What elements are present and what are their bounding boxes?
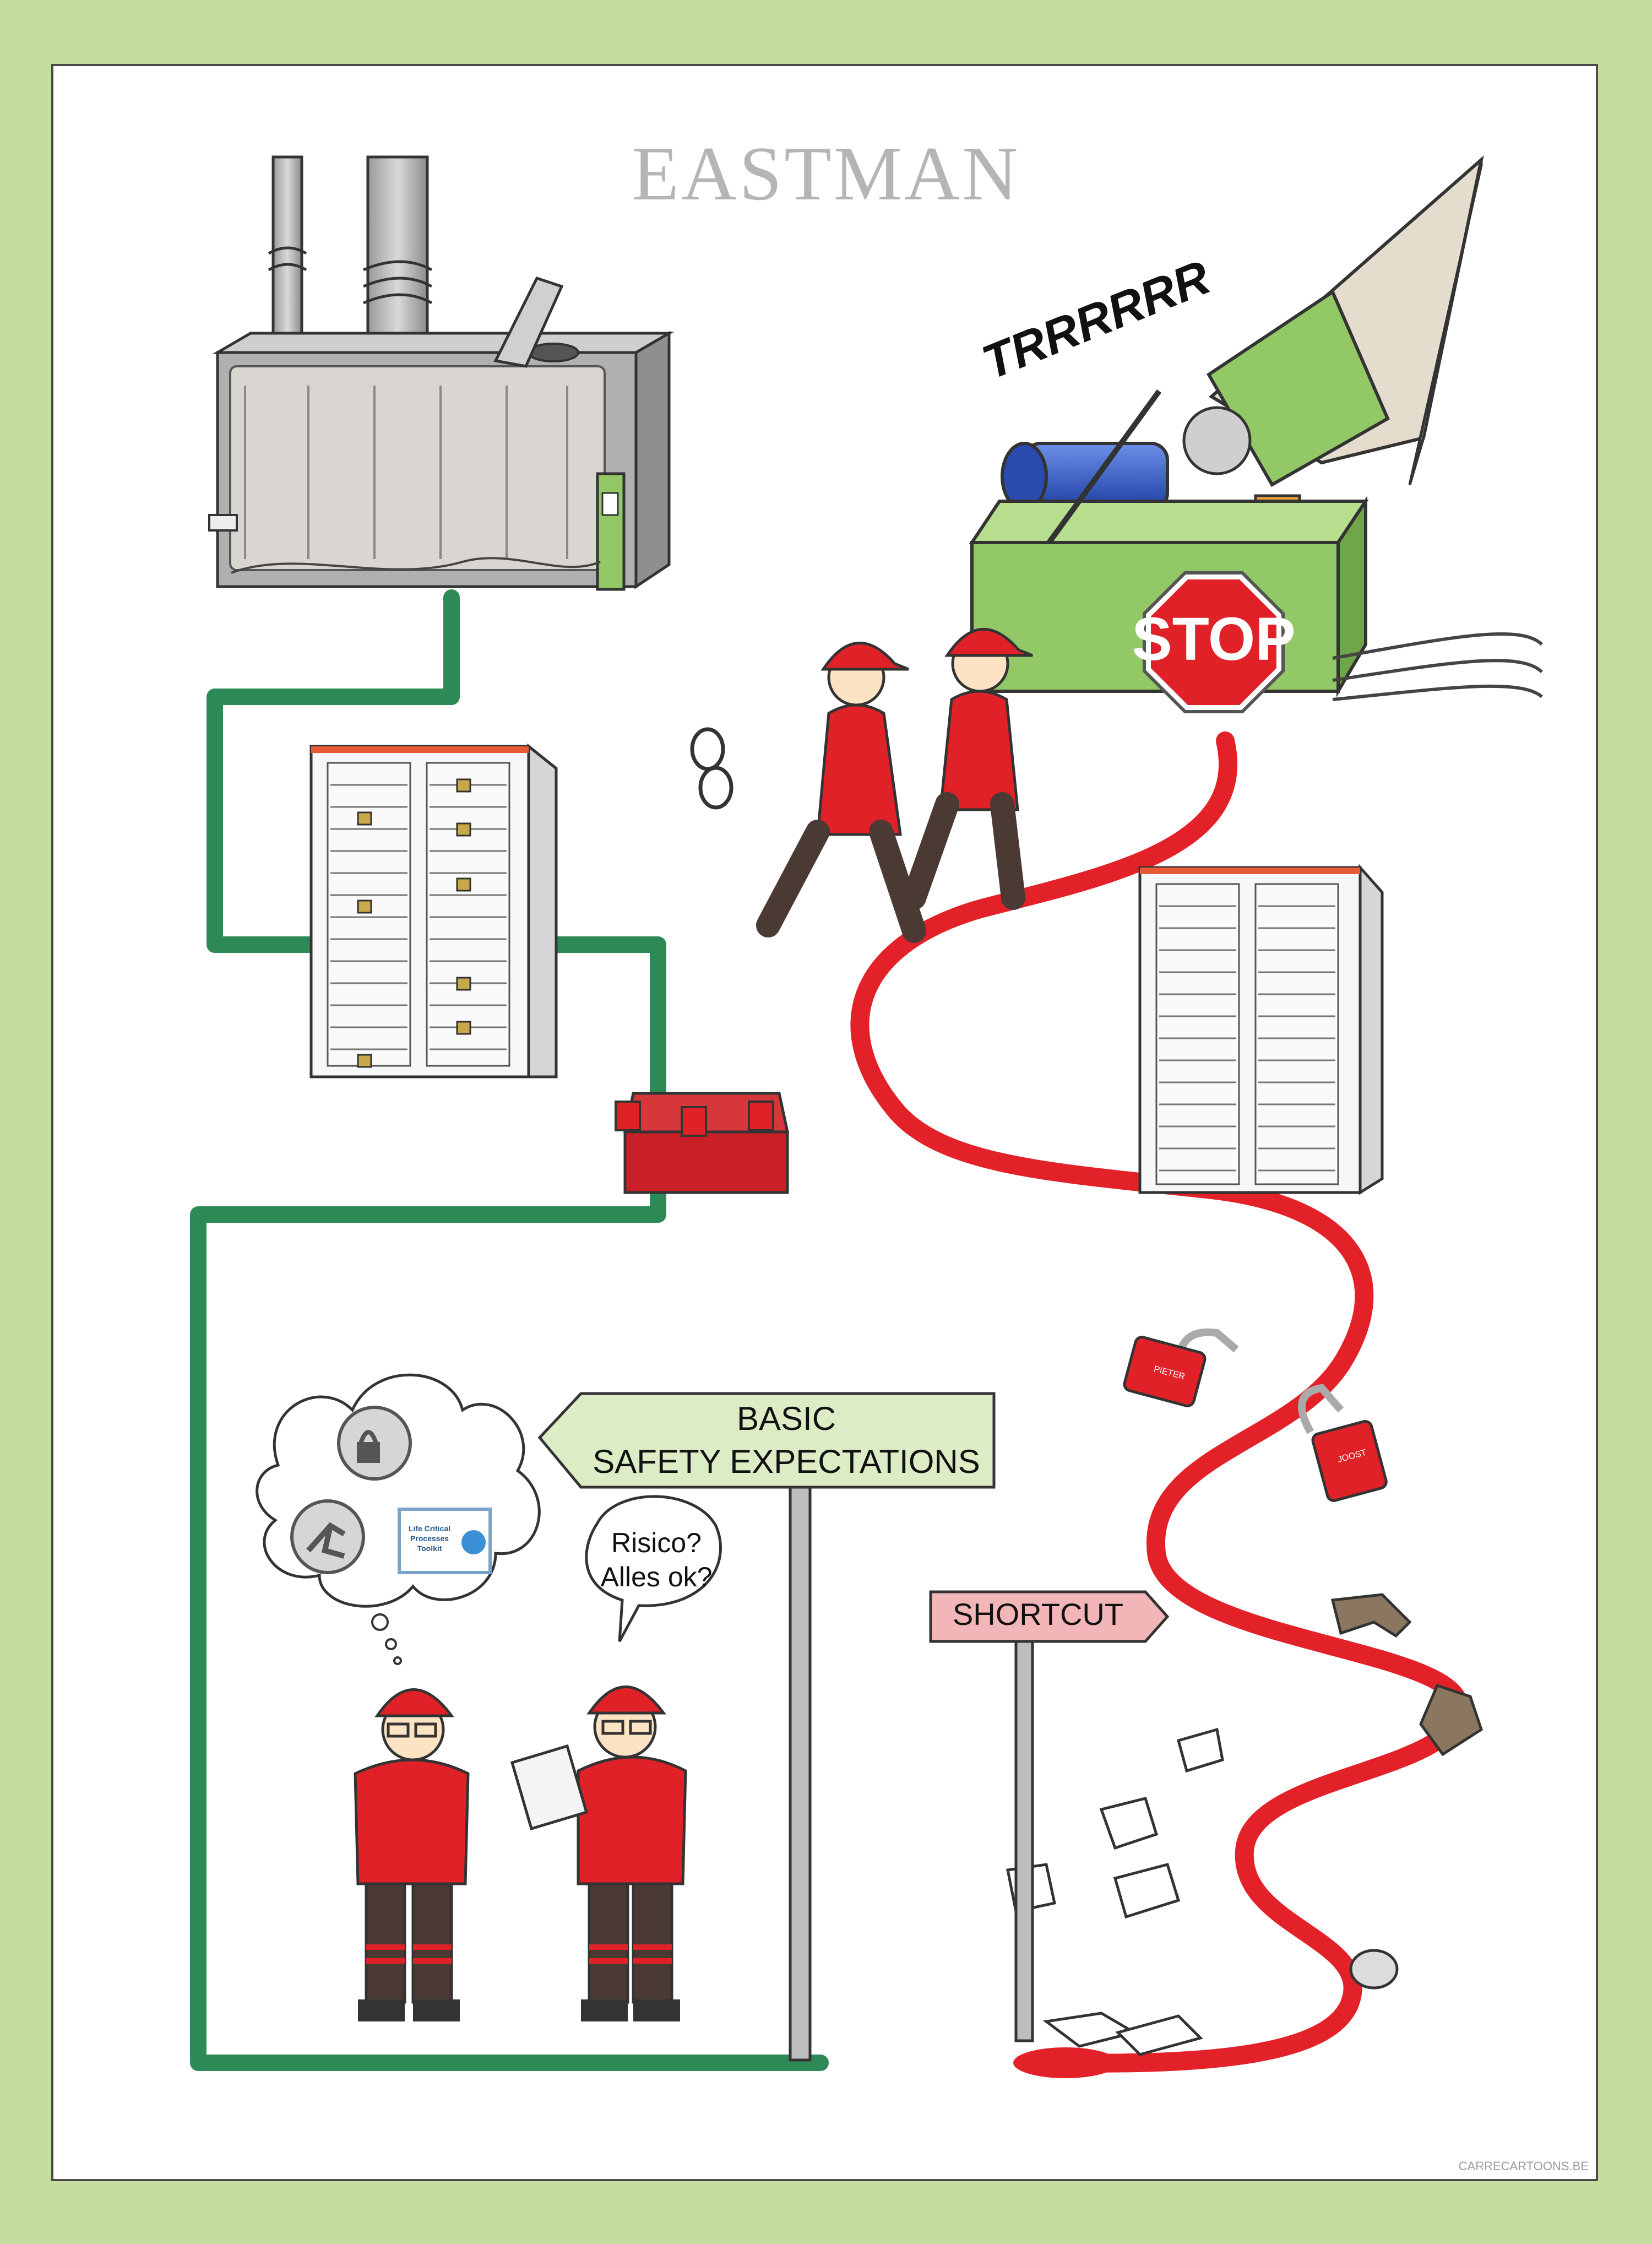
toolkit-line2: Processes [410, 1534, 449, 1543]
dropped-glove-icon-2 [1419, 1683, 1483, 1757]
dropped-glove-icon [1330, 1593, 1412, 1638]
standing-worker-left [354, 1688, 470, 2021]
toolkit-icon: Life Critical Processes Toolkit [398, 1508, 492, 1574]
padlock-tag-icon [337, 1406, 412, 1481]
toolkit-line1: Life Critical [409, 1524, 450, 1533]
lockout-cabinet-right [1138, 864, 1384, 1195]
shortcut-signpost: SHORTCUT [929, 1590, 1170, 2042]
falling-glasses-icon [690, 727, 733, 810]
speech-line2: Alles ok? [601, 1562, 713, 1592]
basic-sign-line2: SAFETY EXPECTATIONS [593, 1443, 980, 1480]
basic-safety-signpost: BASIC SAFETY EXPECTATIONS [537, 1392, 996, 2062]
fall-hazard-icon [290, 1499, 365, 1574]
basic-sign-line1: BASIC [737, 1400, 836, 1437]
shortcut-sign-label: SHORTCUT [953, 1597, 1123, 1631]
standing-worker-right [510, 1685, 687, 2021]
credit-text: CARRECARTOONS.BE [1459, 2159, 1589, 2173]
running-worker-left [756, 642, 926, 943]
shortcut-path-end [1013, 2047, 1118, 2078]
shortcut-path [850, 731, 1469, 2073]
clipboard-icon [510, 1744, 589, 1831]
furnace-machine [208, 155, 675, 591]
dust-cloud-icon [1349, 1949, 1399, 1990]
toolkit-line3: Toolkit [417, 1544, 442, 1553]
stop-sign: STOP [1132, 571, 1296, 713]
stop-sign-label: STOP [1132, 605, 1296, 673]
lockout-toolbox [615, 1092, 790, 1194]
dropped-padlock-left: PIETER [1123, 1328, 1239, 1407]
thought-bubble: Life Critical Processes Toolkit [256, 1373, 541, 1665]
safe-path [190, 589, 829, 2071]
speech-bubble: Risico? Alles ok? [585, 1495, 722, 1643]
running-worker-right [902, 628, 1033, 910]
dropped-padlock-right: JOOST [1298, 1384, 1388, 1502]
speech-line1: Risico? [611, 1527, 702, 1558]
lockout-cabinet-left [309, 743, 558, 1078]
eastman-logo: EASTMAN [632, 131, 1020, 216]
